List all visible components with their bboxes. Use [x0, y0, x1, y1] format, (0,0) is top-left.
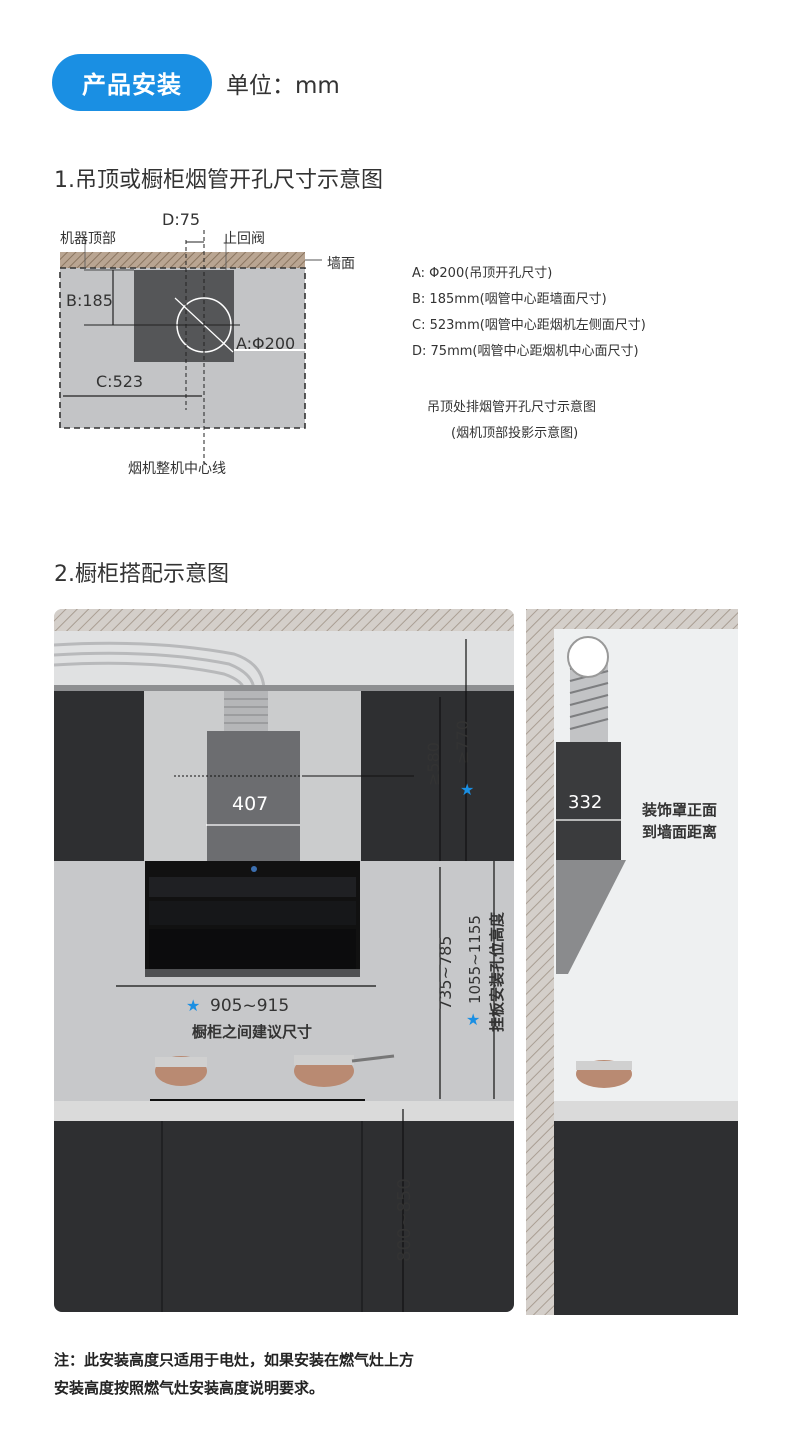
legend-a: A: Φ200(吊顶开孔尺寸) — [412, 266, 553, 281]
dim-905: 905~915 — [210, 996, 290, 1016]
legend-c: C: 523mm(咽管中心距烟机左侧面尺寸) — [412, 318, 646, 333]
label-b185: B:185 — [66, 291, 113, 310]
wall-band — [60, 252, 305, 268]
dim-1055-caption: 挂板安装孔位高度 — [488, 911, 506, 1032]
section2-title: 2.橱柜搭配示意图 — [54, 562, 229, 587]
unit-label: 单位：mm — [226, 73, 340, 99]
star-icon-1055: ★ — [466, 1010, 481, 1029]
star-icon-770: ★ — [460, 780, 475, 799]
ceiling-hole-diagram — [59, 230, 322, 465]
side-caption-1: 装饰罩正面 — [642, 801, 718, 819]
dim-580: ≥580 — [424, 742, 443, 786]
dim-800: 800~850 — [394, 1178, 415, 1262]
dim-770: ≥770 — [453, 720, 472, 764]
dim-1055: 1055~1155 — [466, 915, 484, 1004]
caption-line2: (烟机顶部投影示意图) — [451, 426, 579, 441]
dim-332: 332 — [568, 792, 603, 813]
caption-line1: 吊顶处排烟管开孔尺寸示意图 — [427, 400, 597, 415]
side-view-diagram — [526, 609, 738, 1315]
legend-b: B: 185mm(咽管中心距墙面尺寸) — [412, 292, 607, 307]
label-check-valve: 止回阀 — [223, 231, 265, 247]
note-line2: 安装高度按照燃气灶安装高度说明要求。 — [54, 1379, 325, 1397]
star-icon-905: ★ — [186, 996, 201, 1015]
dim-905-caption: 橱柜之间建议尺寸 — [192, 1023, 313, 1041]
label-c523: C:523 — [96, 372, 144, 391]
dim-735: 735~785 — [436, 935, 455, 1010]
dim-407: 407 — [232, 793, 269, 815]
cabinet-front-diagram — [54, 609, 514, 1312]
label-centerline: 烟机整机中心线 — [128, 461, 226, 477]
legend-d: D: 75mm(咽管中心距烟机中心面尺寸) — [412, 344, 639, 359]
section1-title: 1.吊顶或橱柜烟管开孔尺寸示意图 — [54, 168, 383, 193]
label-machine-top: 机器顶部 — [60, 231, 116, 247]
note-line1: 注：此安装高度只适用于电灶，如果安装在燃气灶上方 — [54, 1351, 415, 1369]
product-install-badge: 产品安装 — [52, 54, 212, 111]
duct-box — [134, 270, 234, 362]
side-caption-2: 到墙面距离 — [642, 823, 718, 841]
label-d75: D:75 — [162, 210, 201, 229]
label-wall: 墙面 — [327, 256, 355, 272]
label-a200: A:Φ200 — [236, 334, 296, 353]
